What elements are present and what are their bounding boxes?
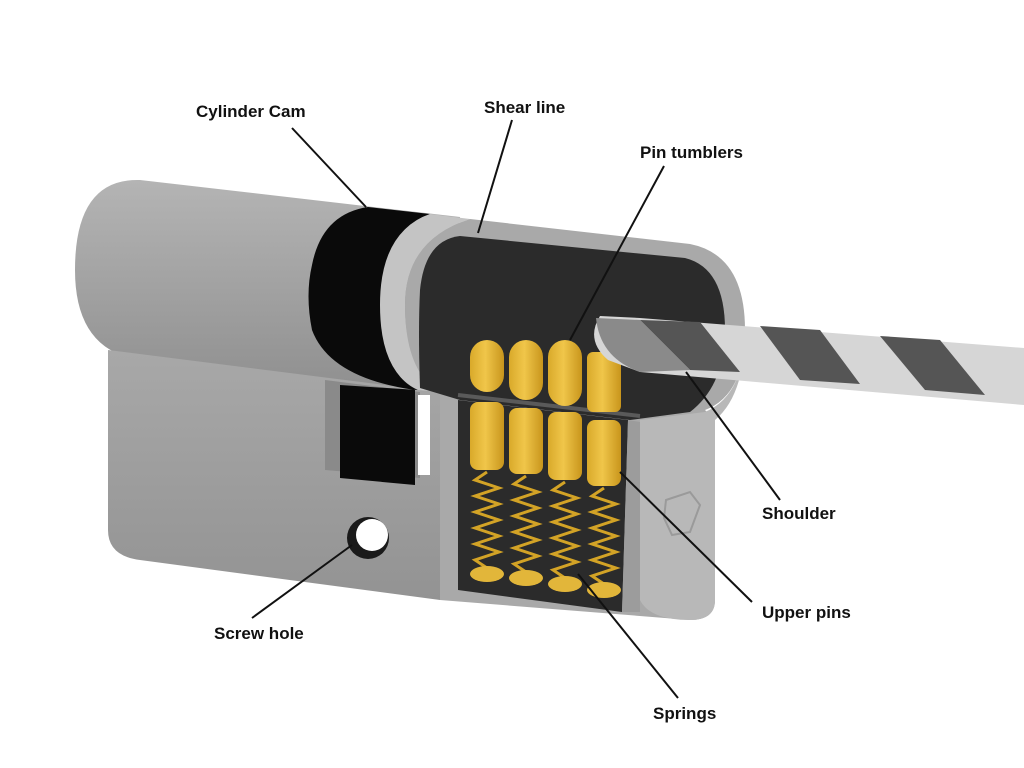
shear-line-gap [457, 393, 641, 418]
label-cylinder-cam: Cylinder Cam [196, 102, 306, 121]
lower-pin [548, 412, 582, 480]
label-shoulder: Shoulder [762, 504, 836, 523]
spring-cap [548, 576, 582, 592]
spring [548, 480, 582, 580]
spring [509, 474, 543, 574]
lower-pin [587, 420, 621, 486]
cylinder-cam [308, 207, 430, 485]
leader-line-screw-hole [251, 544, 353, 619]
leader-line-shear [477, 119, 513, 234]
drill-bit [594, 316, 1024, 405]
spring-cap [587, 582, 621, 598]
cam-slot-window [418, 395, 430, 475]
spring [587, 486, 621, 586]
spring [470, 470, 504, 570]
spring-cap [470, 566, 504, 582]
upper-pin [509, 340, 543, 400]
spring-cap [509, 570, 543, 586]
label-shear-line: Shear line [484, 98, 566, 117]
plug-face [640, 244, 745, 620]
screw-hole [347, 517, 389, 559]
leader-line-pin-tumblers [569, 165, 665, 341]
lower-pins [470, 402, 621, 486]
upper-pin [470, 340, 504, 392]
leader-line-shoulder [685, 371, 781, 501]
leader-lines [251, 119, 781, 699]
label-screw-hole: Screw hole [214, 624, 304, 643]
leader-line-cylinder-cam [291, 127, 367, 208]
lower-pin [470, 402, 504, 470]
label-upper-pins: Upper pins [762, 603, 851, 622]
springs [470, 470, 621, 586]
leader-line-upper-pins [619, 471, 753, 603]
label-pin-tumblers: Pin tumblers [640, 143, 743, 162]
lower-pin [509, 408, 543, 474]
upper-pin [587, 352, 621, 412]
upper-pin [548, 340, 582, 406]
leader-line-springs [577, 573, 679, 699]
front-collar [380, 214, 470, 392]
cutaway-lower-rim [622, 420, 640, 612]
brand-mark-icon [662, 490, 702, 537]
label-springs: Springs [653, 704, 717, 723]
upper-pins [470, 340, 621, 412]
spring-caps [470, 566, 621, 598]
